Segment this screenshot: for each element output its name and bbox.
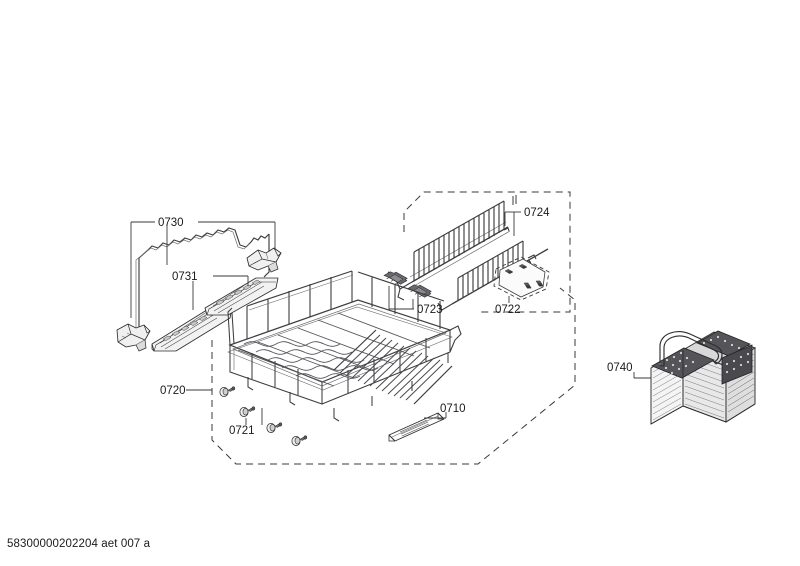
leader-0721 — [245, 408, 263, 425]
basket-right-posts — [371, 277, 441, 329]
basket-legs — [247, 353, 449, 422]
part-label-0723: 0723 — [417, 304, 443, 316]
basket-front-right-wall — [321, 330, 451, 405]
part-label-0710: 0710 — [440, 403, 466, 415]
part-label-0722: 0722 — [495, 304, 521, 316]
group-boundary-0724 — [403, 191, 571, 313]
leader-0740 — [633, 372, 651, 379]
part-label-0721: 0721 — [229, 425, 255, 437]
part-0720-upper-basket — [186, 270, 462, 446]
leader-0723 — [388, 286, 414, 310]
group-boundary-0720 — [211, 287, 576, 465]
part-0731-rail-inserts — [151, 275, 279, 352]
part-0722-screw-set — [493, 256, 550, 303]
footer-document-code: 58300000202204 aet 007 a — [7, 538, 151, 550]
part-label-0731: 0731 — [172, 271, 198, 283]
basket-front-left-wall — [229, 345, 323, 405]
part-label-0724: 0724 — [524, 207, 550, 219]
basket-floor-wires — [243, 341, 379, 379]
leader-0730 — [130, 221, 276, 318]
part-label-0720: 0720 — [160, 385, 186, 397]
part-0740-cutlery-basket — [633, 330, 757, 425]
part-0723-rack-clips — [383, 271, 432, 310]
part-0710-handle-strip — [388, 412, 447, 442]
rail-insert-b — [204, 277, 279, 316]
tine-row-front — [413, 201, 505, 281]
leader-0724 — [504, 211, 521, 236]
part-0730-wire-retainer — [116, 221, 282, 352]
part-label-0730: 0730 — [158, 217, 184, 229]
part-label-0740: 0740 — [607, 362, 633, 374]
basket-fold-tines — [339, 334, 444, 401]
part-0730-bracket-right — [246, 247, 282, 273]
leader-0710 — [424, 412, 447, 419]
leader-0731 — [192, 275, 249, 310]
part-0730-bracket-left — [116, 323, 151, 352]
cutlery-handle — [659, 331, 723, 366]
